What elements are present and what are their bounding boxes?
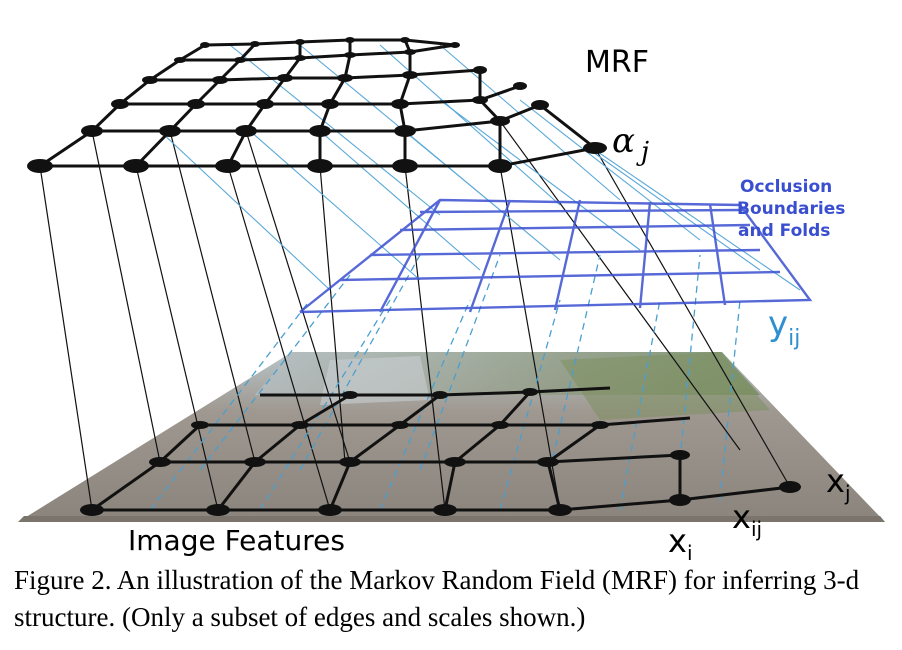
occlusion-label-line3: and Folds — [738, 221, 830, 241]
image-plane — [18, 352, 885, 522]
mrf-graph — [27, 37, 607, 173]
occlusion-layer — [299, 198, 813, 314]
x-ij-label: xij — [732, 498, 762, 541]
figure-caption: Figure 2. An illustration of the Markov … — [14, 565, 860, 632]
occlusion-label-line2: Boundaries — [737, 199, 845, 219]
projection-lines-blue-dashed — [149, 254, 741, 511]
image-features-label: Image Features — [128, 524, 345, 557]
mrf-illustration: MRF αj Occlusion Boundaries and Folds yi… — [18, 37, 885, 560]
x-j-label: xj — [826, 462, 851, 505]
projection-lines-black — [39, 120, 791, 511]
occlusion-label-line1: Occlusion — [740, 177, 832, 197]
image-graph — [80, 386, 801, 516]
y-ij-label: yij — [768, 304, 800, 351]
mrf-label: MRF — [585, 45, 649, 80]
x-i-label: xi — [668, 522, 693, 560]
